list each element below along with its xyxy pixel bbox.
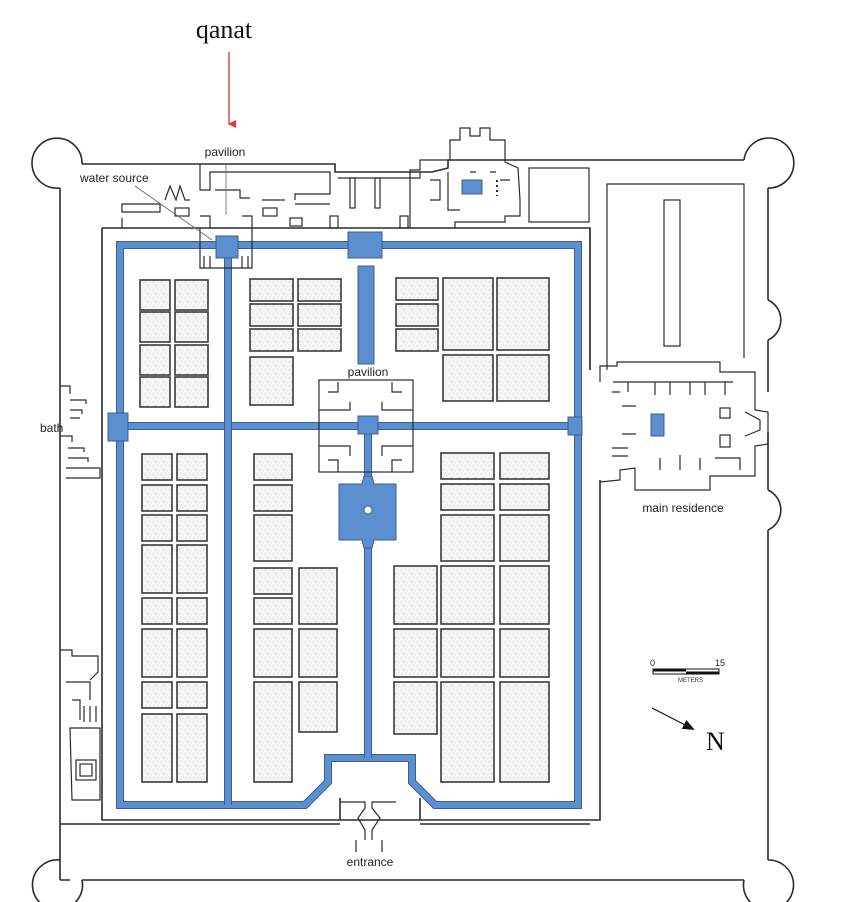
scale-end-label: 15	[715, 658, 725, 668]
east-enclosure	[606, 183, 745, 370]
qanat-title: qanat	[196, 15, 253, 44]
north-arrow: N	[651, 707, 725, 756]
north-arrow-icon	[651, 707, 695, 730]
water-source-label: water source	[79, 171, 149, 185]
bath-label: bath	[40, 421, 63, 435]
scale-bar: 0 15 METERS	[650, 658, 725, 684]
qanat-pool	[215, 235, 239, 259]
main-residence-label: main residence	[642, 501, 724, 515]
scale-unit-label: METERS	[678, 678, 703, 684]
central-pavilion: pavilion	[318, 365, 414, 473]
fountain-icon	[363, 505, 373, 515]
qanat-pavilion: pavilion water source	[79, 145, 253, 269]
north-buildings	[121, 164, 421, 229]
pavilion-center-label: pavilion	[348, 365, 389, 379]
main-residence: main residence	[599, 361, 769, 515]
water-channels	[107, 231, 583, 809]
planting-beds	[139, 277, 550, 783]
entrance-label: entrance	[347, 855, 394, 869]
entrance: entrance	[340, 801, 396, 869]
scale-start-label: 0	[650, 658, 655, 668]
north-label: N	[706, 727, 725, 756]
pavilion-top-label: pavilion	[205, 145, 246, 159]
outer-wall	[31, 137, 795, 902]
northeast-complex	[409, 127, 591, 370]
west-buildings: bath	[40, 385, 101, 801]
